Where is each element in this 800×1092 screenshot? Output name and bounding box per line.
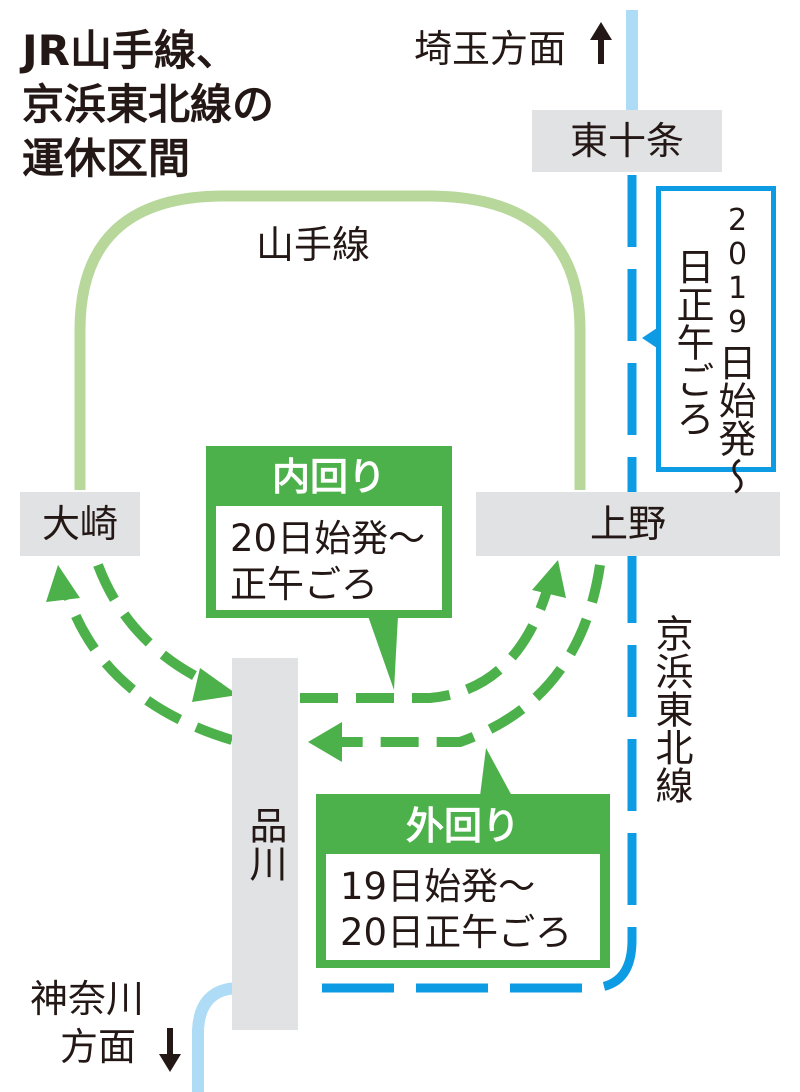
outer-loop-arrowhead-shinagawa	[308, 722, 342, 762]
outer-loop-arrowhead-osaki	[46, 565, 80, 602]
keihin-line-south-running	[192, 982, 241, 1092]
outer-callout-body: 19日始発～ 20日正午ごろ	[326, 854, 600, 960]
outer-callout-label: 外回り	[405, 804, 520, 848]
keihin-tohoku-line-label: 京浜東北線	[649, 614, 693, 804]
station-osaki-label: 大崎	[41, 502, 118, 546]
keihin-line-suspended	[300, 175, 637, 993]
inner-loop-arrowhead-shinagawa	[192, 668, 238, 702]
south-arrowhead	[159, 1054, 181, 1072]
outer-callout-period-line-1: 19日始発～	[340, 865, 536, 908]
yamanote-loop-running	[74, 190, 586, 490]
keihin-note-pointer	[642, 326, 660, 350]
station-higashi-jujo: 東十条	[532, 110, 722, 172]
inner-callout-period-line-2: 正午ごろ	[230, 563, 378, 606]
map-title-line-1: JR山手線、	[22, 26, 238, 75]
south-direction-label-line-2: 方面	[60, 1025, 137, 1069]
north-arrowhead	[590, 22, 612, 40]
inner-callout-label: 内回り	[271, 455, 386, 499]
keihin-note-column-1: 2019 日始発～	[712, 203, 759, 495]
outer-callout-period-line-2: 20日正午ごろ	[340, 911, 573, 954]
inner-loop-right-track	[300, 578, 555, 703]
inner-callout-period-line-1: 20日始発～	[230, 517, 426, 560]
inner-loop-arrowhead-ueno	[532, 560, 566, 598]
station-osaki: 大崎	[20, 492, 140, 556]
outer-callout-pointer	[480, 748, 512, 796]
keihin-note-end-text: 日正午ごろ	[670, 247, 714, 437]
station-ueno-label: 上野	[589, 502, 666, 546]
north-direction-label: 埼玉方面	[414, 27, 567, 71]
inner-loop-left-track	[93, 563, 222, 693]
map-title-line-3: 運休区間	[22, 134, 191, 183]
station-ueno: 上野	[476, 492, 780, 556]
keihin-suspension-note: 2019 日始発～ 日正午ごろ 日	[656, 186, 776, 495]
station-shinagawa: 品川	[232, 658, 298, 1030]
keihin-note-year: 2019	[720, 203, 755, 339]
inner-callout-pointer	[368, 616, 398, 690]
map-title-line-2: 京浜東北線の	[22, 80, 275, 129]
station-shinagawa-label: 品川	[243, 806, 287, 882]
yamanote-line-label: 山手線	[256, 223, 371, 267]
south-direction-label-line-1: 神奈川	[30, 977, 145, 1021]
station-higashi-jujo-label: 東十条	[569, 119, 684, 163]
outer-loop-left-track	[61, 588, 234, 745]
outer-loop-right-track	[330, 564, 605, 747]
inner-callout-body: 20日始発～ 正午ごろ	[216, 506, 442, 610]
keihin-note-start-text: 日始発～	[712, 343, 756, 495]
